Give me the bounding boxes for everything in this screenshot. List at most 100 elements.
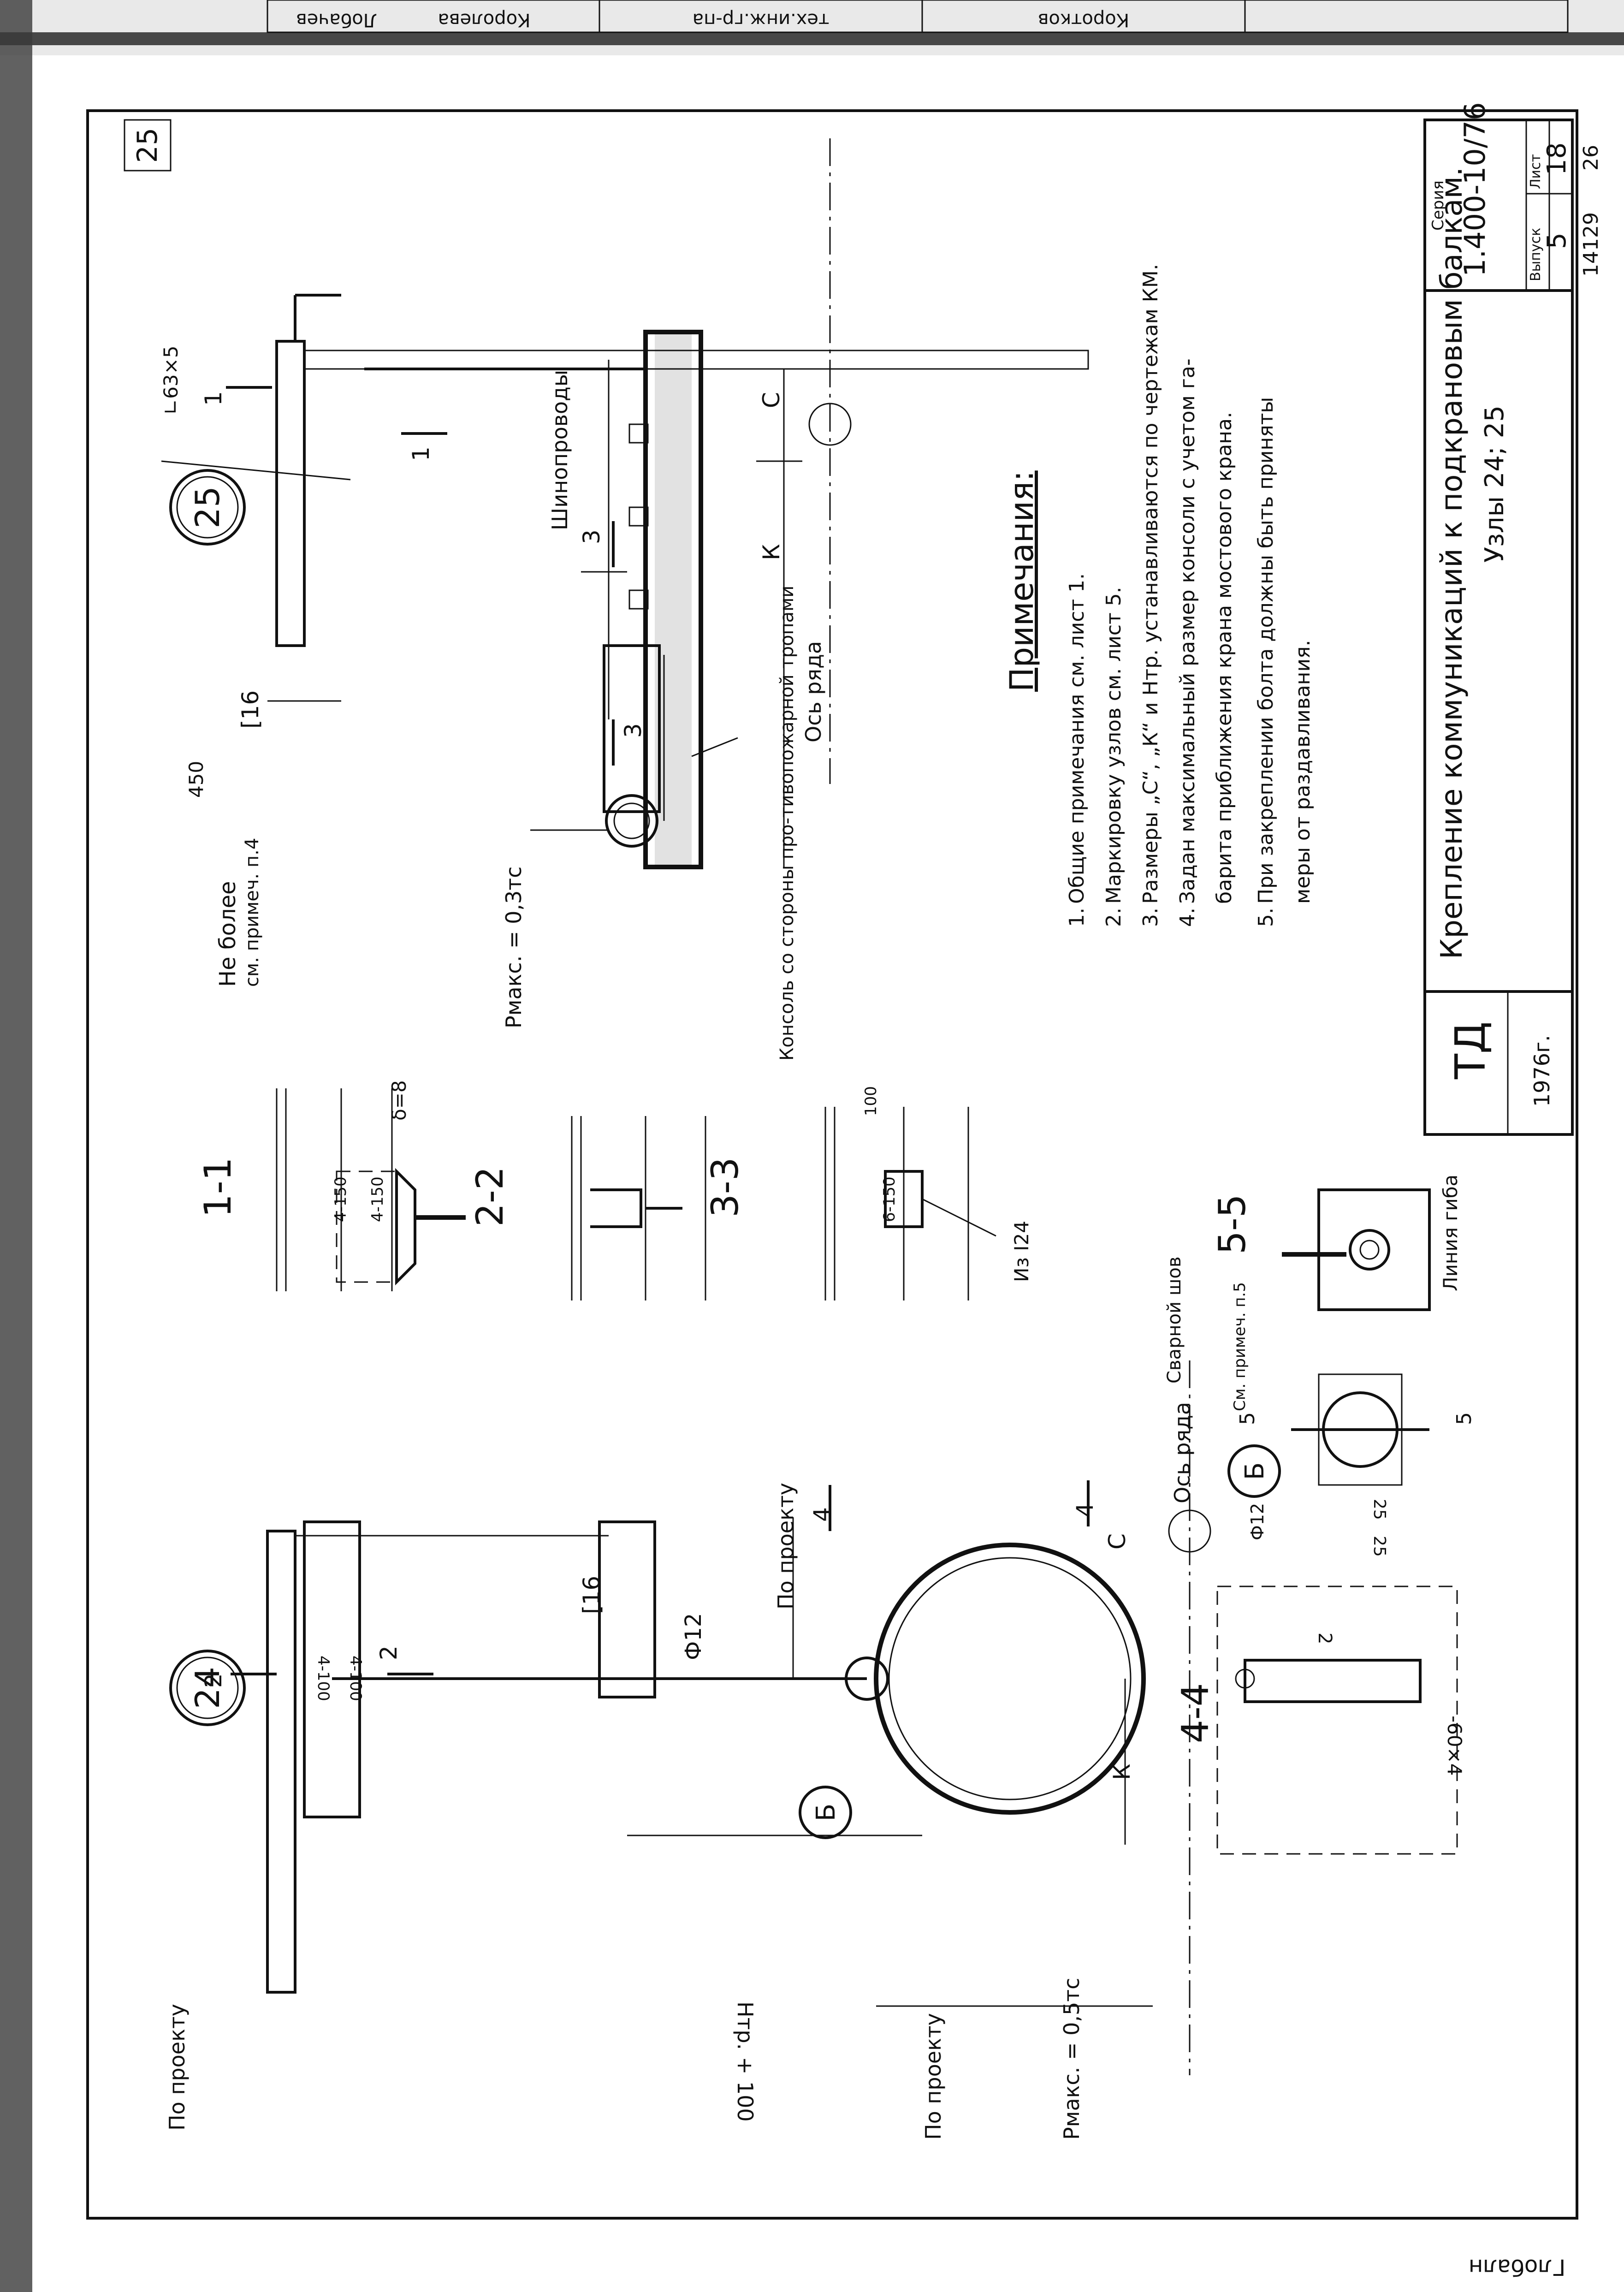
spacing-4-100-a: 4-100 [314, 1656, 332, 1701]
detail-b-ref-24: Б [811, 1804, 841, 1821]
load-24: Pмакс. = 0,5тс [1059, 1978, 1084, 2140]
title-org: ТД [1446, 1021, 1495, 1080]
note-number-5: 5. [1254, 908, 1278, 927]
series-value: 1.400-10/76 [1458, 102, 1492, 277]
section-3-3-dim: 100 [862, 1086, 880, 1116]
doc-number: 14129 [1579, 212, 1603, 277]
stamp-entry-2: тех.инж.гр-па [693, 9, 830, 30]
stamp-entry-4: Лобачев [296, 9, 377, 30]
cut-2-a: 2 [200, 1673, 227, 1688]
node-24-bubble [169, 1650, 246, 1726]
cut-2-b: 2 [375, 1645, 402, 1660]
dim-450: 450 [185, 761, 207, 798]
detail-b-bubble-24 [799, 1786, 852, 1839]
note-1: Общие примечания см. лист 1. [1065, 573, 1089, 904]
detail-b-cut-a: 5 [1236, 1412, 1259, 1425]
note-3: Размеры „С“, „К“ и Нтр. устанавливаются … [1139, 264, 1162, 904]
cut-4-a: 4 [809, 1507, 836, 1522]
title-block [1423, 119, 1574, 1136]
dim-c-25: С [758, 392, 785, 408]
stamp-entry-1: Коротков [1038, 9, 1129, 30]
detail-b-see-note: См. примеч. п.5 [1231, 1282, 1249, 1411]
issue-label: Выпуск [1528, 228, 1544, 281]
cut-1-a: 1 [200, 391, 227, 406]
rod-label-24: Ф12 [681, 1613, 706, 1660]
not-more-label: Не более [215, 881, 241, 987]
section-3-3-spacing: 6-150 [880, 1176, 899, 1222]
node-24-drawing [231, 1360, 1458, 2075]
section-3-3-title: 3-3 [704, 1157, 747, 1217]
section-2-2-delta: δ=8 [388, 1080, 410, 1121]
left-binding-strip [0, 0, 32, 2292]
note-5b: меры от раздавливания. [1291, 640, 1315, 904]
cut-4-b: 4 [1072, 1502, 1098, 1517]
label-angle-63: ∟63×5 [160, 345, 182, 415]
height-24: Нтр. + 100 [733, 2001, 758, 2122]
top-scan-strip [0, 0, 1624, 55]
page-number: 26 [1579, 145, 1603, 171]
note-number-4: 4. [1176, 908, 1199, 927]
bottom-edge-text: Глобалн [1469, 2254, 1565, 2280]
title-main: Крепление коммуникаций к подкрановым бал… [1435, 167, 1469, 959]
weld-mark-24: 2 [1314, 1633, 1335, 1644]
title-sub: Узлы 24; 25 [1480, 405, 1510, 563]
section-4-4-title: 4-4 [1174, 1683, 1217, 1743]
level-label-2: По проекту [921, 2013, 946, 2140]
note-4b: барита приближения крана мостового крана… [1213, 412, 1236, 904]
ring-24 [874, 1543, 1146, 1815]
dim-c-24: С [1104, 1533, 1131, 1550]
busbars-label: Шинопроводы [547, 370, 572, 530]
axis-label-24: Ось ряда [1170, 1402, 1195, 1503]
detail-b-label: Б [1240, 1462, 1270, 1480]
axis-label-25: Ось ряда [801, 641, 826, 742]
detail-b-weld: Сварной шов [1164, 1257, 1185, 1384]
dim-k-25: К [758, 544, 785, 561]
note-5a: При закреплении болта должны быть принят… [1254, 397, 1278, 904]
detail-b-dim-b: 25 [1370, 1499, 1389, 1520]
console-channel [643, 330, 703, 869]
note-4a: Задан максимальный размер консоли с учет… [1176, 358, 1199, 904]
section-3-3-profile: Из I24 [1010, 1221, 1033, 1282]
spacing-4-100-b: 4-100 [346, 1656, 365, 1701]
title-year: 1976г. [1529, 1035, 1554, 1107]
section-2-2-spacing-b: 4-150 [368, 1176, 387, 1222]
sheet-value: 18 [1542, 143, 1572, 175]
top-stamp: Коротков тех.инж.гр-па Королева Лобачев [267, 0, 1569, 33]
strip-label: -60×4 [1443, 1716, 1466, 1776]
section-5-5-bend: Линия гиба [1439, 1175, 1462, 1291]
note-number-2: 2. [1102, 908, 1126, 927]
sheet-number-box [124, 119, 172, 172]
cut-3-b: 3 [620, 723, 646, 738]
note-2: Маркировку узлов см. лист 5. [1102, 587, 1126, 904]
node-25-drawing [161, 138, 1089, 869]
console-label: Консоль со стороны про-тивопожарной троп… [776, 586, 798, 1061]
sheet-label: Лист [1528, 154, 1544, 189]
section-5-5-title: 5-5 [1211, 1194, 1254, 1254]
node-25-bubble [169, 469, 246, 546]
section-1-1-title: 1-1 [196, 1157, 239, 1217]
dim-k-24: К [1108, 1764, 1135, 1781]
channel-label-24: [16 [578, 1576, 605, 1614]
node-24-number: 24 [188, 1667, 227, 1709]
drawing-frame [86, 109, 1578, 2220]
sections-drawing [276, 1088, 1431, 1311]
load-25: Pмакс. = 0,3тс [501, 867, 526, 1028]
node-25-number: 25 [188, 486, 227, 528]
detail-b-dim-a: 25 [1370, 1536, 1389, 1557]
stamp-entry-3: Королева [438, 9, 531, 30]
issue-value: 5 [1542, 232, 1572, 249]
notes-list: 1. Общие примечания см. лист 1. 2. Марки… [1065, 264, 1315, 927]
cut-3-a: 3 [578, 529, 605, 544]
axis-circle-25 [808, 403, 852, 446]
cut-1-b: 1 [408, 446, 434, 461]
sheet-number: 25 [131, 128, 164, 163]
notes-title: Примечания: [1003, 470, 1041, 692]
note-number-1: 1. [1065, 908, 1089, 927]
note-number-3: 3. [1139, 908, 1162, 927]
level-label-1: По проекту [165, 2004, 190, 2131]
detail-b-cut-b: 5 [1452, 1412, 1476, 1425]
section-2-2-spacing-a: 4-150 [332, 1176, 350, 1222]
channel-24 [303, 1520, 361, 1818]
label-channel-16: [16 [237, 690, 264, 729]
